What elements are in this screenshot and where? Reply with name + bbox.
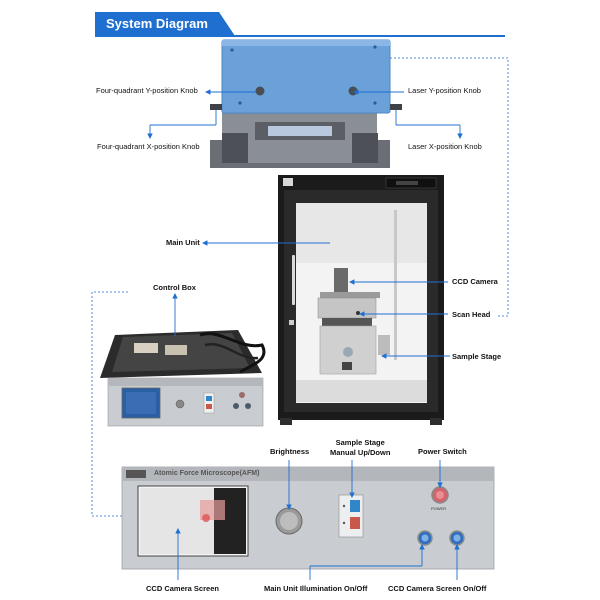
label-laser-y: Laser Y-position Knob — [408, 86, 481, 95]
label-ccd-camera: CCD Camera — [452, 277, 498, 286]
label-power-switch: Power Switch — [418, 447, 467, 456]
panel-title: Atomic Force Microscope(AFM) — [154, 470, 260, 477]
page-title: System Diagram — [106, 16, 208, 31]
label-laser-x: Laser X-position Knob — [408, 142, 482, 151]
label-ccd-camera-screen-onoff: CCD Camera Screen On/Off — [388, 584, 487, 593]
label-main-unit-illumination: Main Unit Illumination On/Off — [264, 584, 368, 593]
power-text: POWER — [431, 506, 447, 511]
label-sample-stage: Sample Stage — [452, 352, 502, 361]
label-sample-stage-manual: Sample Stage Manual Up/Down — [330, 438, 391, 457]
label-four-quadrant-y: Four-quadrant Y-position Knob — [96, 86, 198, 95]
front-panel — [121, 466, 495, 570]
title-banner — [95, 12, 235, 36]
label-main-unit: Main Unit — [166, 238, 200, 247]
label-four-quadrant-x: Four-quadrant X-position Knob — [97, 142, 200, 151]
label-scan-head: Scan Head — [452, 310, 491, 319]
label-ccd-camera-screen: CCD Camera Screen — [146, 584, 219, 593]
control-box — [100, 330, 266, 427]
label-brightness: Brightness — [270, 447, 310, 456]
label-control-box: Control Box — [153, 283, 196, 292]
scan-head-housing — [210, 39, 402, 168]
title-underline — [95, 35, 505, 37]
main-cabinet — [278, 175, 444, 425]
